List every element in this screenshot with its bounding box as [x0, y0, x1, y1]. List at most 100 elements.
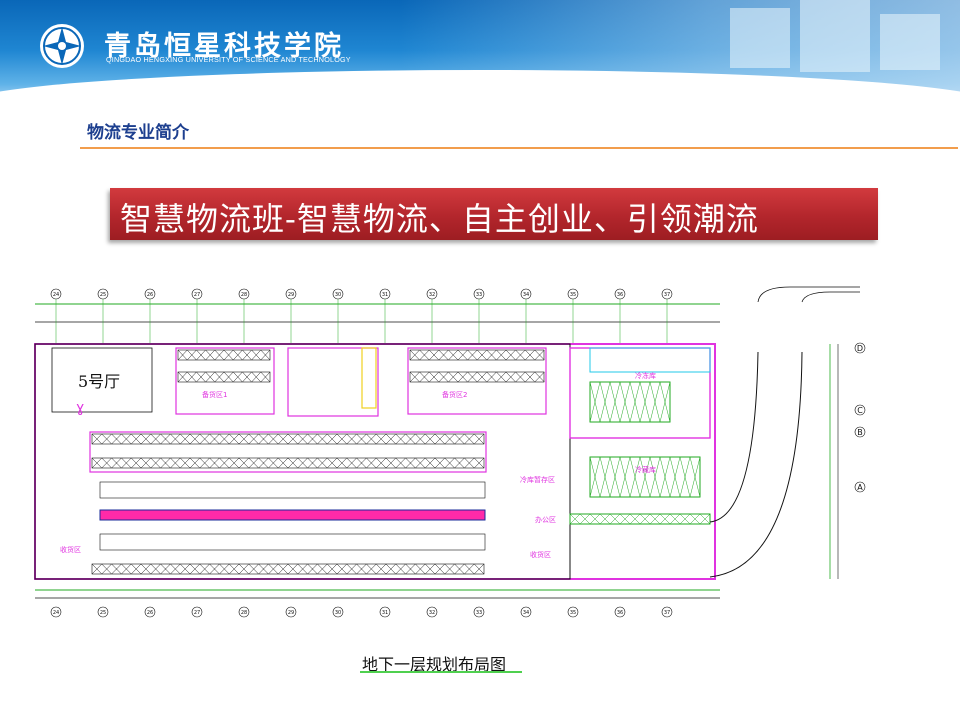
rack-cross	[260, 349, 271, 361]
rack-cross	[477, 349, 487, 361]
rack-cross	[121, 563, 132, 575]
rack-cross	[111, 563, 122, 575]
zone-label: 冷藏库	[635, 465, 656, 474]
axis-label: 36	[617, 292, 623, 298]
rack-cross	[515, 349, 526, 361]
axis-label: 34	[523, 292, 529, 298]
axis-markers: 2424252526262727282829293030313132323333…	[50, 288, 673, 618]
rack-cross	[425, 457, 436, 469]
grid-row-marker	[854, 404, 866, 416]
rack-cross	[474, 563, 485, 575]
rack-cross	[679, 513, 691, 525]
rack-cross	[268, 457, 279, 469]
rack-cross	[111, 433, 122, 445]
rack-cross	[278, 563, 289, 575]
rack-cross	[317, 457, 328, 469]
rack-cross	[251, 349, 261, 361]
rack-cross	[258, 563, 269, 575]
floor-plan-caption: 地下一层规划布局图	[362, 655, 507, 674]
rack-cross	[457, 349, 468, 361]
rack-cross	[327, 457, 338, 469]
rack-cross	[307, 457, 318, 469]
title-divider	[80, 147, 958, 149]
rack-cross	[454, 563, 465, 575]
rack-cross	[669, 456, 681, 498]
rack-cross	[189, 457, 200, 469]
zone-label: 收货区	[60, 545, 81, 554]
rack-cross	[150, 563, 161, 575]
rack-cross	[219, 457, 230, 469]
rack-cross	[496, 371, 507, 383]
rack-cross	[242, 371, 252, 383]
axis-marker	[614, 606, 626, 618]
rack-cross	[444, 457, 455, 469]
door-icon: ɣ	[76, 400, 84, 416]
rack-cross	[689, 513, 701, 525]
rack-cross	[268, 563, 279, 575]
rack-cross	[599, 456, 611, 498]
axis-label: 33	[476, 292, 482, 298]
zone-label: 冷冻库	[635, 371, 656, 380]
rack-cross	[405, 563, 416, 575]
rack-cross	[180, 433, 191, 445]
rack-cross	[260, 371, 271, 383]
rack-cross	[464, 563, 475, 575]
axis-label: 28	[241, 292, 247, 298]
rack-cross	[229, 433, 240, 445]
axis-label: 36	[617, 610, 623, 616]
rack-cross	[589, 513, 601, 525]
axis-label: 27	[194, 610, 200, 616]
rack-cross	[209, 433, 220, 445]
zone-label: 冷库暂存区	[520, 475, 555, 484]
axis-label: 28	[241, 610, 247, 616]
rack-cross	[327, 563, 338, 575]
axis-label: 37	[664, 292, 670, 298]
rack-cross	[419, 349, 430, 361]
rack-cross	[415, 563, 426, 575]
rack-cross	[160, 433, 171, 445]
rack-cross	[170, 433, 181, 445]
rack-cross	[101, 563, 112, 575]
rack-cross	[91, 563, 102, 575]
rack-cross	[448, 349, 459, 361]
grid-row-label: D	[857, 344, 863, 353]
axis-marker	[191, 606, 203, 618]
axis-marker	[332, 606, 344, 618]
rack-cross	[297, 563, 308, 575]
rack-cross	[177, 371, 188, 383]
rack-cross	[223, 349, 234, 361]
axis-label: 35	[570, 292, 576, 298]
rack-cross	[639, 513, 651, 525]
axis-label: 35	[570, 610, 576, 616]
rack-cross	[187, 371, 197, 383]
rack-cross	[434, 457, 445, 469]
rack-cross	[223, 371, 234, 383]
rack-cross	[278, 457, 289, 469]
axis-label: 29	[288, 292, 294, 298]
rack-cross	[268, 433, 279, 445]
rack-cross	[409, 371, 420, 383]
axis-label: 31	[382, 292, 388, 298]
grid-row-marker	[854, 342, 866, 354]
rack-cross	[444, 433, 455, 445]
rack-cross	[609, 513, 621, 525]
rack-cross	[278, 433, 289, 445]
school-name-cn: 青岛恒星科技学院	[104, 31, 344, 62]
rack-cross	[366, 433, 377, 445]
axis-marker	[238, 606, 250, 618]
axis-marker	[144, 606, 156, 618]
rack-cross	[395, 563, 406, 575]
rack-cross	[111, 457, 122, 469]
rack-cross	[619, 381, 631, 423]
rack-cross	[434, 563, 445, 575]
rack-cross	[599, 513, 611, 525]
rack-cross	[307, 563, 318, 575]
rack-cross	[438, 349, 449, 361]
rack-cross	[150, 457, 161, 469]
rack-cross	[589, 456, 601, 498]
section-title: 物流专业简介	[87, 123, 189, 143]
rack-cross	[569, 513, 581, 525]
rack-cross	[649, 456, 661, 498]
cold-rack-crosses	[569, 381, 711, 525]
